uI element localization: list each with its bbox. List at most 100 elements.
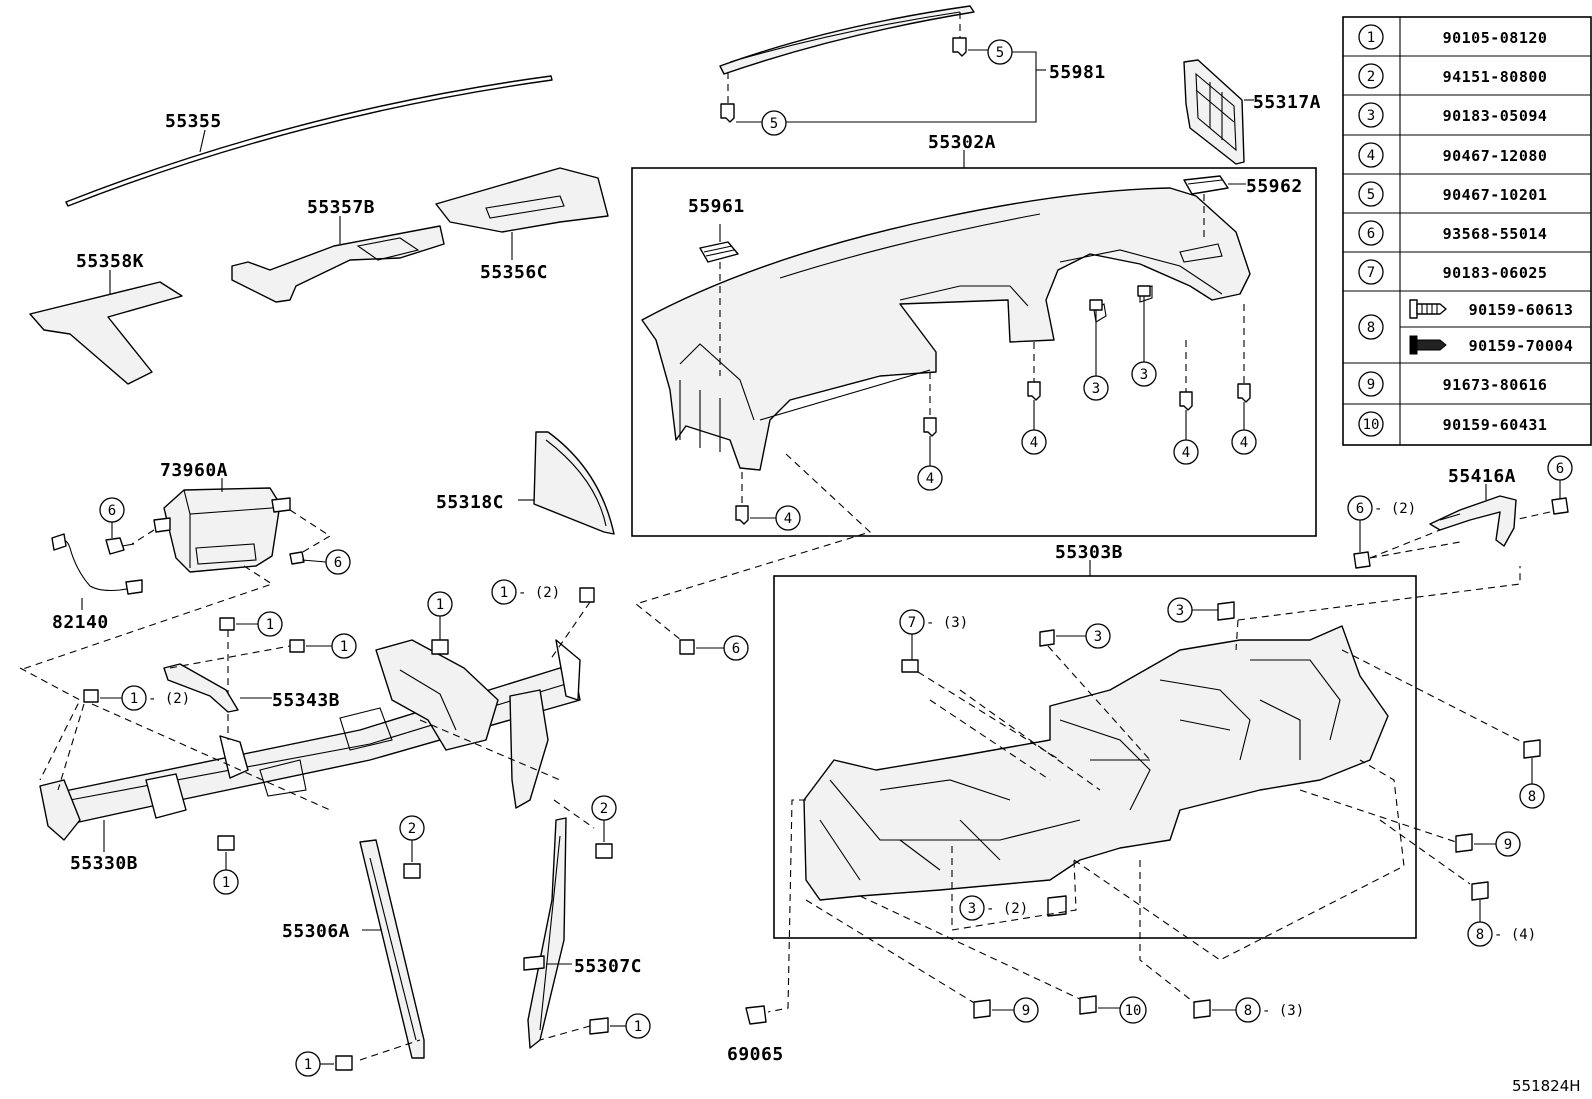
legend-row-1: 1 90105-08120 [1358, 24, 1548, 50]
screw-icon [1409, 335, 1447, 355]
bolt-icon [973, 999, 991, 1019]
bolt-group-1: 1 1 1 - (2) 1 1 - (2) 1 [83, 579, 595, 895]
legend-ref-7: 7 [1367, 265, 1375, 281]
legend-ref-5: 5 [1367, 187, 1375, 203]
legend-row-5: 5 90467-10201 [1358, 181, 1547, 207]
bolt-icon [1551, 497, 1569, 515]
callout-9: 9 [1022, 1003, 1030, 1019]
callout-8: 8 [1244, 1003, 1252, 1019]
clip-icon [901, 659, 919, 673]
bolt-icon [1471, 881, 1489, 901]
label-55416a: 55416A [1448, 466, 1516, 487]
clip-7-group: 7 - (3) [899, 609, 1101, 791]
part-55962-vent: 55962 [1183, 175, 1303, 240]
part-55303b-instrument-panel-sub [803, 625, 1389, 901]
bolt-icon [579, 587, 595, 603]
legend-code-7: 90183-06025 [1443, 264, 1548, 282]
bolt-icon [219, 617, 235, 631]
bolt-icon [83, 689, 99, 703]
callout-10: 10 [1125, 1003, 1142, 1019]
callout-1: 1 [130, 691, 138, 707]
part-55343b-bracket: 55343B [163, 645, 340, 713]
callout-5: 5 [996, 45, 1004, 61]
callout-6: 6 [108, 503, 116, 519]
bolt-icon [1353, 551, 1371, 569]
label-55330b: 55330B [70, 853, 138, 874]
legend-code-3: 90183-05094 [1443, 107, 1548, 125]
part-55356c-pad: 55356C [435, 167, 609, 283]
bolt-group-6-airbag: 6 6 [99, 497, 351, 575]
part-73960a-airbag: 73960A [19, 460, 332, 671]
clip-icon [952, 37, 967, 57]
label-55318c: 55318C [436, 492, 504, 513]
callout-6: 6 [334, 555, 342, 571]
callout-1: 1 [436, 597, 444, 613]
fastener-legend-table: 1 90105-08120 2 94151-80800 3 90183-0509… [1342, 16, 1592, 446]
label-55356c: 55356C [480, 262, 548, 283]
part-55358k-pad: 55358K [29, 251, 183, 385]
legend-ref-2: 2 [1367, 69, 1375, 85]
clip-icon [1237, 383, 1251, 403]
legend-code-1: 90105-08120 [1443, 29, 1548, 47]
quantity-note: - (2) [1374, 501, 1416, 517]
legend-code-4: 90467-12080 [1443, 147, 1548, 165]
quantity-note: - (3) [1262, 1003, 1304, 1019]
label-55306a: 55306A [282, 921, 350, 942]
assembly-box-55302a [631, 167, 1317, 537]
callout-4: 4 [1240, 435, 1248, 451]
part-55357b-pad: 55357B [231, 197, 445, 303]
label-55317a: 55317A [1253, 92, 1321, 113]
callout-5: 5 [770, 116, 778, 132]
callout-2: 2 [600, 801, 608, 817]
part-55317a-panel: 55317A [1183, 59, 1321, 165]
callout-6: 6 [1356, 501, 1364, 517]
quantity-note: - (2) [518, 585, 560, 601]
part-55330b-reinforcement: 55330B [19, 601, 595, 874]
callout-1: 1 [266, 617, 274, 633]
diagram-code: 551824H [1512, 1077, 1581, 1095]
callout-1: 1 [340, 639, 348, 655]
legend-row-10: 10 90159-60431 [1358, 411, 1547, 437]
callout-7: 7 [908, 615, 916, 631]
label-69065: 69065 [727, 1044, 784, 1065]
bolt-icon [289, 551, 305, 565]
label-82140: 82140 [52, 612, 109, 633]
legend-row-4: 4 90467-12080 [1358, 142, 1548, 168]
clip-icon [1179, 391, 1193, 411]
clip-icon [1027, 381, 1041, 401]
bolt-icon [217, 835, 235, 851]
label-55961: 55961 [688, 196, 745, 217]
part-55355-strip: 55355 [65, 75, 553, 207]
bolt-icon [1523, 739, 1541, 759]
clip-group-3-upper: 3 3 [1083, 285, 1157, 401]
callout-1: 1 [222, 875, 230, 891]
legend-ref-3: 3 [1367, 108, 1375, 124]
label-55302a: 55302A [928, 132, 996, 153]
quantity-note: - (3) [926, 615, 968, 631]
legend-row-9: 9 91673-80616 [1358, 371, 1548, 397]
clip-group-4: 4 4 4 4 4 [735, 304, 1257, 531]
part-55307c-brace: 55307C 1 [523, 817, 651, 1049]
clip-3-group-lower: 3 3 3 - (2) [951, 566, 1521, 931]
part-55961-vent: 55961 [688, 196, 745, 376]
bolt-icon [679, 639, 695, 655]
callout-3: 3 [1092, 381, 1100, 397]
legend-code-6: 93568-55014 [1443, 225, 1548, 243]
legend-row-2: 2 94151-80800 [1358, 63, 1547, 89]
label-55962: 55962 [1246, 176, 1303, 197]
part-55318c-panel: 55318C [436, 431, 615, 535]
bolt-icon [1079, 995, 1097, 1015]
nut-icon [403, 863, 421, 879]
legend-row-6: 6 93568-55014 [1358, 220, 1548, 246]
bolt-icon [589, 1017, 609, 1035]
nut-icon [595, 843, 613, 859]
callout-2: 2 [408, 821, 416, 837]
callout-8: 8 [1528, 789, 1536, 805]
legend-row-7: 7 90183-06025 [1358, 259, 1548, 285]
clip-icon [1039, 629, 1055, 647]
callout-3: 3 [1094, 629, 1102, 645]
assembly-box-55303b [773, 575, 1417, 939]
legend-code-9: 91673-80616 [1443, 376, 1548, 394]
label-55307c: 55307C [574, 956, 642, 977]
